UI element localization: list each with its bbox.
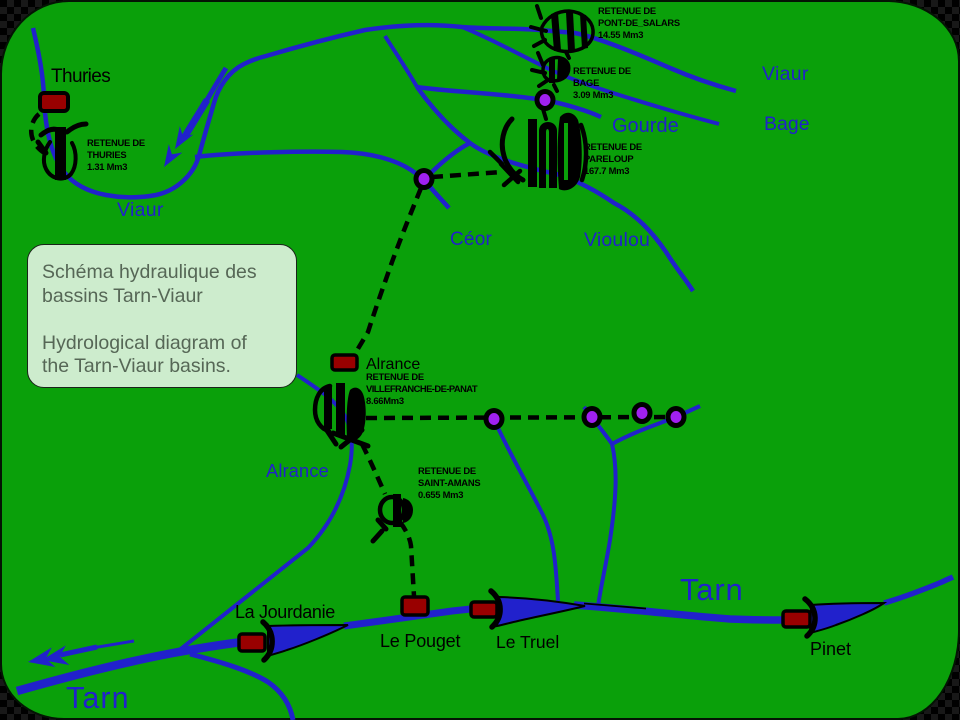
svg-text:Bage: Bage (764, 113, 810, 135)
svg-text:BAGE: BAGE (573, 77, 599, 88)
svg-text:1.31 Mm3: 1.31 Mm3 (87, 161, 127, 172)
svg-text:8.66Mm3: 8.66Mm3 (366, 395, 404, 406)
svg-text:3.09 Mm3: 3.09 Mm3 (573, 89, 613, 100)
svg-text:SAINT-AMANS: SAINT-AMANS (418, 477, 480, 488)
svg-text:Viaur: Viaur (117, 199, 164, 221)
svg-text:Le Pouget: Le Pouget (380, 631, 460, 651)
svg-text:Vioulou: Vioulou (584, 229, 650, 251)
svg-text:Alrance: Alrance (266, 460, 329, 481)
svg-text:RETENUE DE: RETENUE DE (584, 141, 642, 152)
svg-text:Pinet: Pinet (810, 639, 851, 659)
svg-text:RETENUE DE: RETENUE DE (87, 137, 145, 148)
svg-text:RETENUE DE: RETENUE DE (598, 5, 656, 16)
svg-text:RETENUE DE: RETENUE DE (366, 371, 424, 382)
svg-text:Thuries: Thuries (51, 66, 110, 87)
svg-text:Gourde: Gourde (612, 115, 679, 137)
svg-text:PONT-DE_SALARS: PONT-DE_SALARS (598, 17, 680, 28)
svg-text:Tarn: Tarn (680, 572, 744, 607)
svg-text:La Jourdanie: La Jourdanie (235, 602, 335, 622)
svg-text:14.55 Mm3: 14.55 Mm3 (598, 29, 643, 40)
svg-text:Le Truel: Le Truel (496, 632, 559, 652)
svg-text:VILLEFRANCHE-DE-PANAT: VILLEFRANCHE-DE-PANAT (366, 383, 478, 394)
svg-text:Alrance: Alrance (366, 356, 420, 373)
svg-text:167.7 Mm3: 167.7 Mm3 (584, 165, 629, 176)
svg-text:THURIES: THURIES (87, 149, 126, 160)
svg-text:0.655 Mm3: 0.655 Mm3 (418, 489, 463, 500)
svg-text:Tarn: Tarn (66, 681, 130, 715)
svg-text:Viaur: Viaur (762, 63, 809, 85)
svg-text:Céor: Céor (450, 229, 492, 250)
svg-text:RETENUE DE: RETENUE DE (418, 465, 476, 476)
svg-text:PARELOUP: PARELOUP (584, 153, 633, 164)
svg-text:RETENUE DE: RETENUE DE (573, 65, 631, 76)
